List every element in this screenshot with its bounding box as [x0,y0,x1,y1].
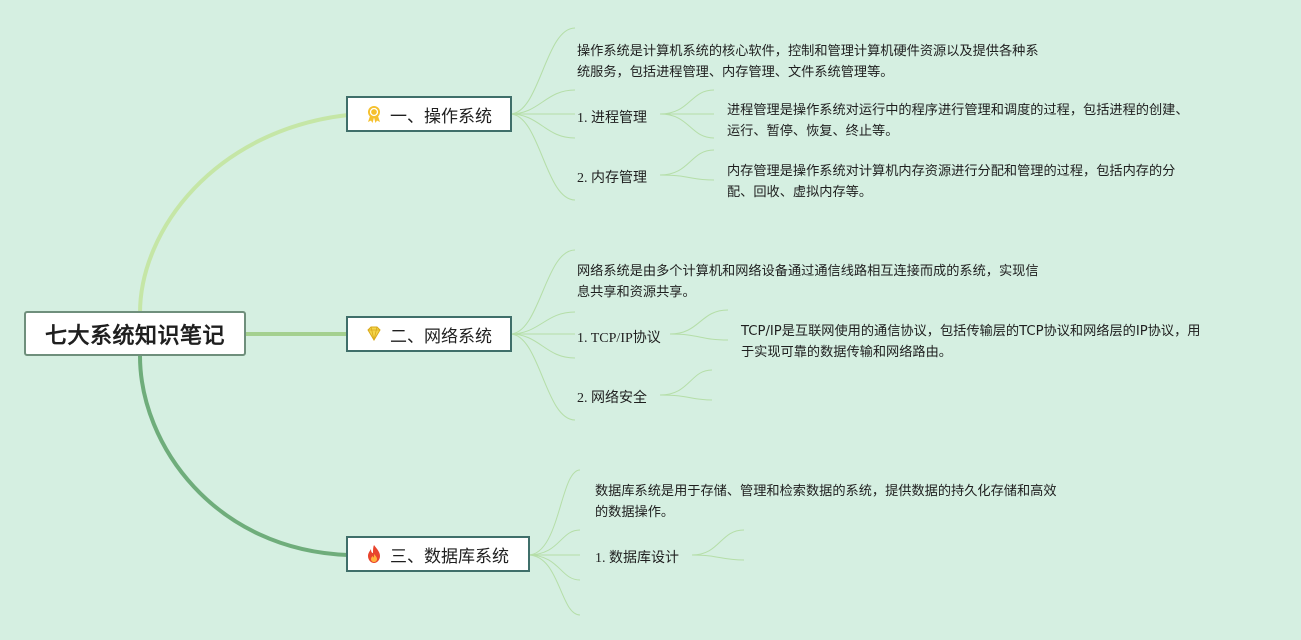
connector-root-database [138,355,349,557]
connector-root-os [138,113,349,314]
root-topic[interactable]: 七大系统知识笔记 [24,311,246,356]
branch-description: 网络系统是由多个计算机和网络设备通过通信线路相互连接而成的系统，实现信 息共享和… [577,264,1039,300]
branch-topic-database[interactable]: 三、数据库系统 [346,536,530,572]
subtopic-database-design[interactable]: 1. 数据库设计 [595,551,679,566]
branch-label: 二、网络系统 [390,326,492,347]
subtopic-description: 内存管理是操作系统对计算机内存资源进行分配和管理的过程，包括内存的分 配、回收、… [727,164,1176,200]
subtopic-process-management[interactable]: 1. 进程管理 [577,111,647,126]
subtopic-memory-management[interactable]: 2. 内存管理 [577,171,647,186]
diamond-icon [364,324,384,344]
subtopic-description: TCP/IP是互联网使用的通信协议，包括传输层的TCP协议和网络层的IP协议，用… [741,324,1201,360]
branch-description: 数据库系统是用于存储、管理和检索数据的系统，提供数据的持久化存储和高效 的数据操… [595,484,1057,520]
subtopic-network-security[interactable]: 2. 网络安全 [577,391,647,406]
branch-topic-os[interactable]: 一、操作系统 [346,96,512,132]
award-ribbon-icon [364,104,384,124]
branch-label: 一、操作系统 [390,106,492,127]
subtopic-tcpip-protocol[interactable]: 1. TCP/IP协议 [577,331,661,346]
branch-label: 三、数据库系统 [390,546,509,567]
fire-icon [364,544,384,564]
subtopic-description: 进程管理是操作系统对运行中的程序进行管理和调度的过程，包括进程的创建、 运行、暂… [727,103,1189,139]
branch-topic-network[interactable]: 二、网络系统 [346,316,512,352]
branch-description: 操作系统是计算机系统的核心软件，控制和管理计算机硬件资源以及提供各种系 统服务，… [577,44,1039,80]
